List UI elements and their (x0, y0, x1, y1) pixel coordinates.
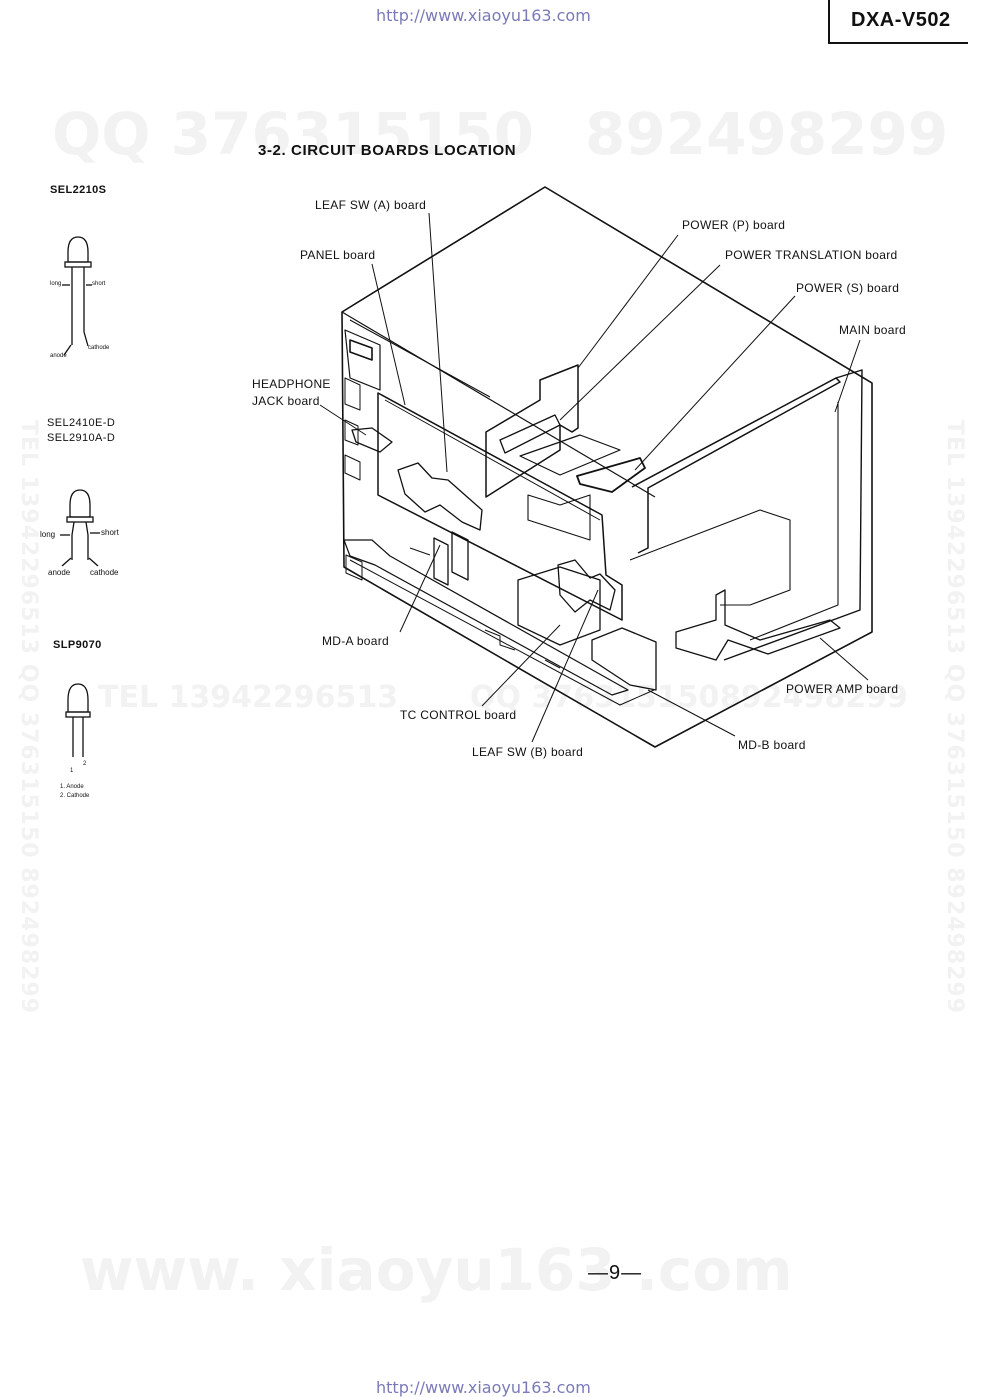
watermark-side-left: TEL 13942296513 QQ 376315150 892498299 (16, 420, 41, 1015)
section-title: 3-2. CIRCUIT BOARDS LOCATION (258, 142, 517, 159)
leader-lines (319, 212, 869, 743)
label-power-s-board: POWER (S) board (796, 281, 900, 295)
label-headphone-line2: JACK board (252, 394, 320, 408)
led-sel2210s-drawing (62, 236, 92, 356)
label-tc-control-board: TC CONTROL board (400, 708, 517, 722)
bottom-url-link[interactable]: http://www.xiaoyu163.com (376, 1378, 591, 1397)
watermark-tel: TEL 13942296513 (98, 680, 399, 715)
led1-anode-label: anode (50, 353, 67, 359)
watermark-number-2: 892498299 (720, 680, 908, 715)
watermark-qq: QQ 376315150 (52, 100, 535, 168)
watermark-site: www. xiaoyu163 .com (80, 1236, 793, 1304)
led1-cathode-label: cathode (88, 345, 110, 351)
label-power-amp-board: POWER AMP board (786, 682, 899, 696)
page-number: —9— (588, 1262, 643, 1284)
led2-short-label: short (101, 528, 119, 537)
label-headphone-line1: HEADPHONE (252, 377, 331, 391)
model-number: DXA-V502 (851, 9, 951, 31)
led1-short-label: short (92, 281, 106, 287)
led1-long-label: long (50, 281, 62, 287)
led3-legend-cathode: 2. Cathode (60, 793, 90, 799)
led-sel2410e-drawing (60, 489, 100, 567)
led3-legend-anode: 1. Anode (60, 784, 84, 790)
label-leaf-sw-b-board: LEAF SW (B) board (472, 745, 584, 759)
label-power-translation-board: POWER TRANSLATION board (725, 248, 898, 262)
led-part-sel2210s: SEL2210S (50, 184, 107, 196)
label-md-b-board: MD-B board (738, 738, 806, 752)
led3-pin2-label: 2 (83, 761, 87, 767)
label-main-board: MAIN board (839, 323, 907, 337)
watermark-side-right: TEL 13942296513 QQ 376315150 892498299 (942, 420, 967, 1015)
top-url-link[interactable]: http://www.xiaoyu163.com (376, 6, 591, 25)
label-power-p-board: POWER (P) board (682, 218, 786, 232)
model-box (828, 0, 968, 44)
label-leaf-sw-a-board: LEAF SW (A) board (315, 198, 427, 212)
led-slp9070-drawing (65, 683, 91, 757)
label-md-a-board: MD-A board (322, 634, 390, 648)
watermark-number: 892498299 (585, 100, 949, 168)
led2-long-label: long (40, 530, 56, 539)
led2-cathode-label: cathode (90, 568, 119, 577)
led-part-sel2410e: SEL2410E-D (47, 417, 116, 429)
led2-anode-label: anode (48, 568, 71, 577)
label-panel-board: PANEL board (300, 248, 376, 262)
led-part-slp9070: SLP9070 (53, 639, 102, 651)
led-part-sel2910a: SEL2910A-D (47, 432, 116, 444)
led3-pin1-label: 1 (70, 768, 74, 774)
